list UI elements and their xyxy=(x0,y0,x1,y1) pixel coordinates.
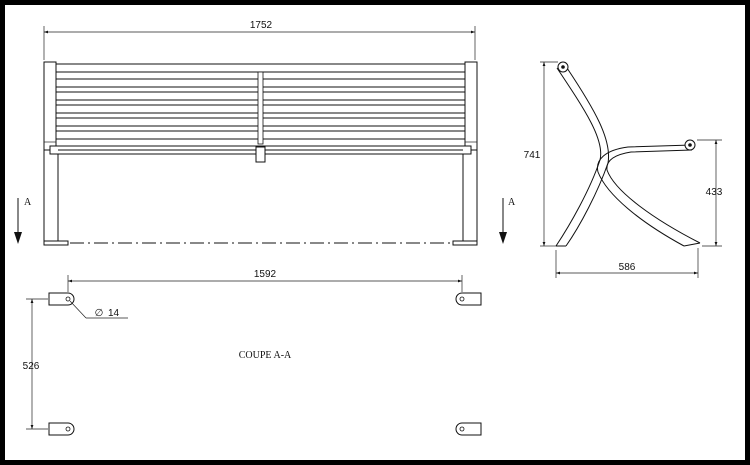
left-backrest-post xyxy=(43,61,57,151)
left-leg xyxy=(43,149,59,245)
drawing-sheet: 1752 A xyxy=(5,5,745,460)
section-title: COUPE A-A xyxy=(239,350,292,361)
center-support xyxy=(255,146,266,163)
foot-plate-top-right xyxy=(455,292,482,306)
section-marker-right: A xyxy=(508,197,516,208)
diameter-symbol: ∅ xyxy=(95,308,104,319)
seat-height-label: 433 xyxy=(706,187,723,198)
backrest-slats xyxy=(55,63,466,145)
overall-length-label: 1752 xyxy=(250,20,273,31)
section-marker-left: A xyxy=(24,197,32,208)
side-view: 741 433 586 xyxy=(524,61,723,278)
right-leg xyxy=(462,149,478,245)
left-foot xyxy=(43,240,69,246)
foot-depth-label: 526 xyxy=(23,361,40,372)
foot-plate-bottom-right xyxy=(455,422,482,436)
foot-plate-bottom-left xyxy=(48,422,75,436)
front-view: 1752 A xyxy=(14,20,516,246)
section-view: 1592 ∅ 14 526 COUPE A-A xyxy=(23,269,482,436)
technical-drawing: 1752 A xyxy=(14,20,723,436)
hole-diameter-label: 14 xyxy=(108,308,120,319)
height-label: 741 xyxy=(524,150,541,161)
foot-spacing-label: 1592 xyxy=(254,269,277,280)
depth-label: 586 xyxy=(619,262,636,273)
right-backrest-post xyxy=(464,61,478,151)
foot-plate-top-left xyxy=(48,292,75,306)
right-foot xyxy=(452,240,478,246)
